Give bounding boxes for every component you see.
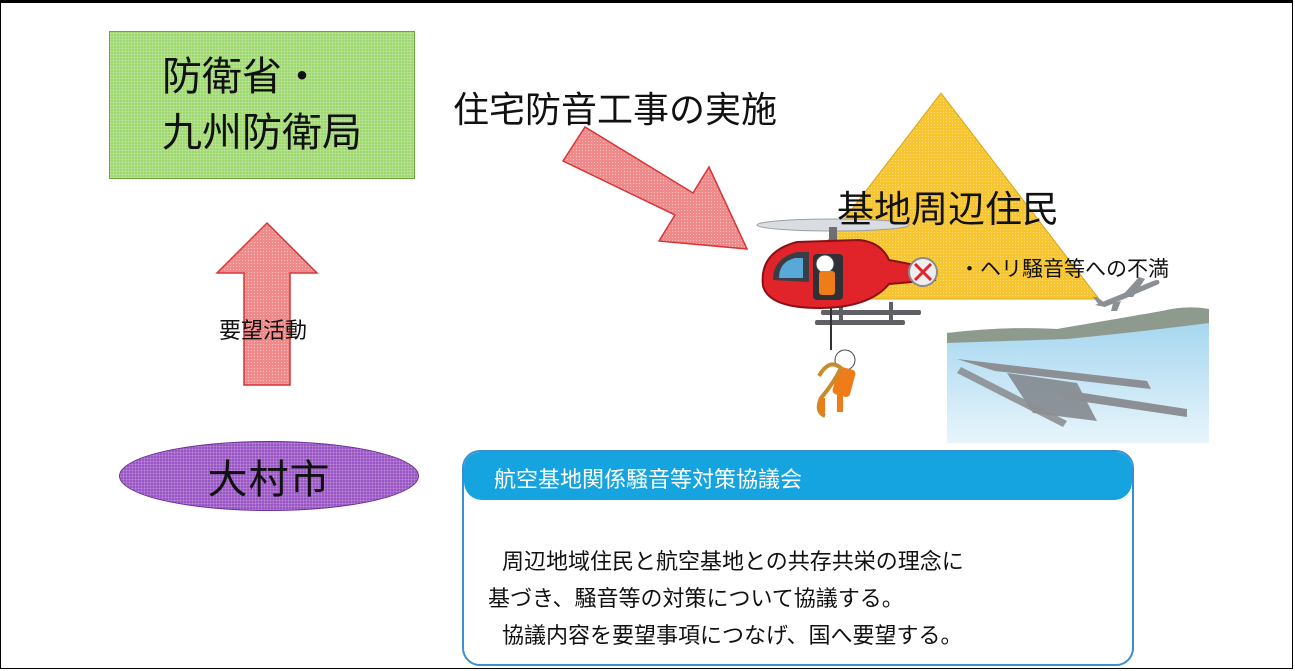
council-header: 航空基地関係騒音等対策協議会 (464, 452, 1132, 500)
soundproofing-label: 住宅防音工事の実施 (453, 90, 778, 131)
defense-ministry-box: 防衛省・ 九州防衛局 (109, 31, 415, 179)
helicopter-rescue-illustration (756, 218, 938, 418)
request-arrow (215, 221, 319, 386)
city-label: 大村市 (207, 457, 331, 503)
defense-ministry-line-1: 防衛省・ (162, 54, 322, 100)
airplane-icon (1093, 277, 1160, 311)
council-title: 航空基地関係騒音等対策協議会 (494, 468, 803, 493)
city-ellipse: 大村市 (119, 441, 419, 511)
council-box: 航空基地関係騒音等対策協議会 周辺地域住民と航空基地との共存共栄の理念に 基づき… (462, 450, 1134, 666)
residents-note: ・ヘリ騒音等への不満 (959, 257, 1169, 281)
airbase-runway-illustration (947, 307, 1209, 443)
residents-title: 基地周辺住民 (837, 188, 1059, 231)
council-description: 周辺地域住民と航空基地との共存共栄の理念に 基づき、騒音等の対策について協議する… (488, 550, 964, 649)
defense-ministry-line-2: 九州防衛局 (162, 110, 362, 156)
request-activity-label: 要望活動 (219, 319, 308, 344)
defense-ministry-label: 防衛省・ 九州防衛局 (162, 49, 362, 161)
soundproofing-arrow (561, 125, 749, 250)
